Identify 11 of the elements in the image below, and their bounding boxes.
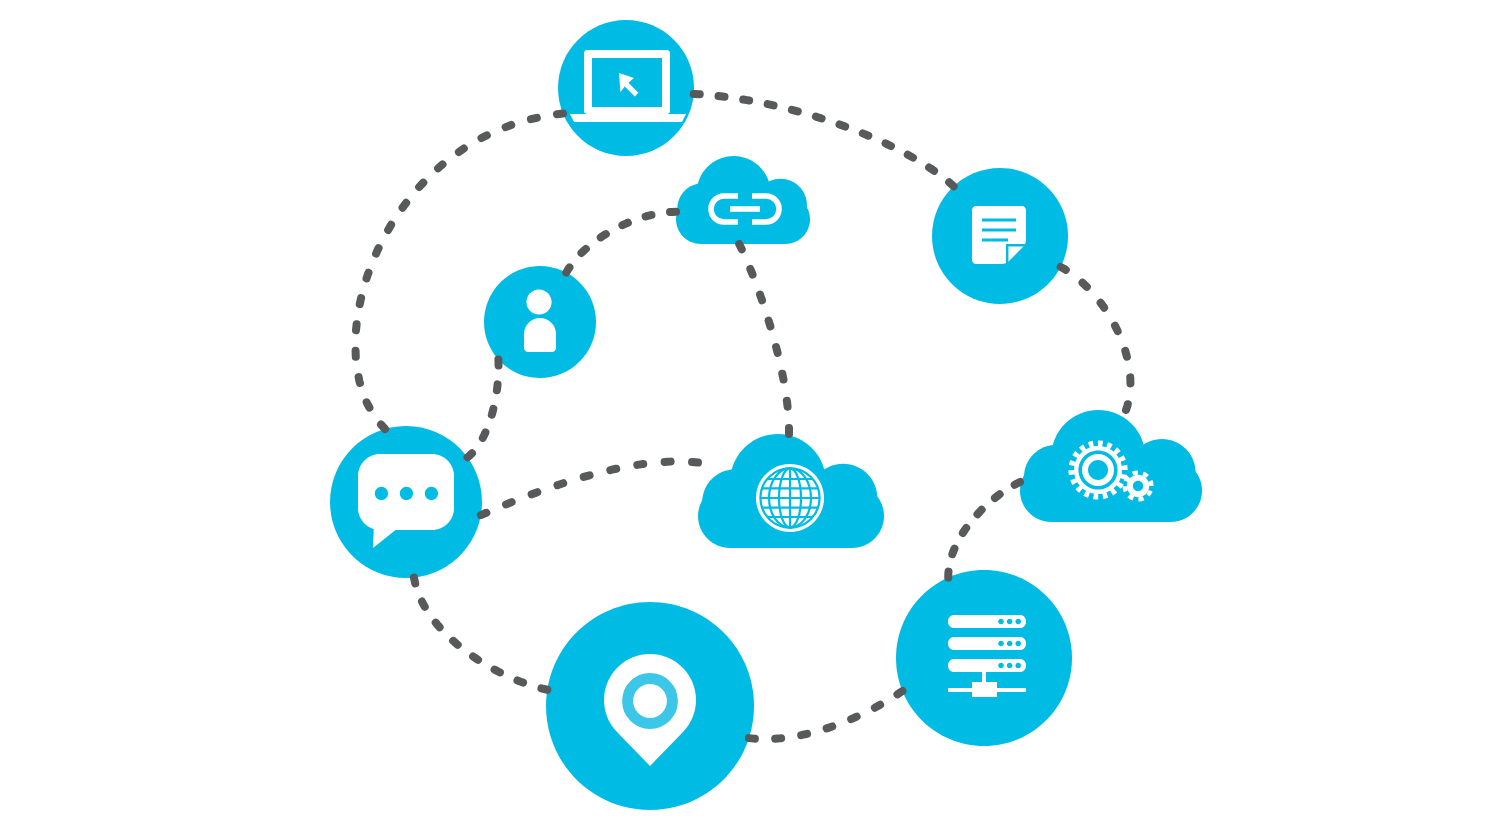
dotted-line bbox=[476, 457, 702, 520]
dotted-line bbox=[944, 478, 1024, 582]
dotted-line bbox=[351, 109, 567, 433]
dotted-line bbox=[744, 686, 907, 743]
dotted-line bbox=[463, 355, 503, 462]
cloud bbox=[676, 156, 810, 244]
dotted-line bbox=[562, 207, 680, 277]
dotted-line bbox=[1056, 262, 1135, 414]
dotted-line bbox=[735, 240, 793, 438]
dotted-line bbox=[689, 89, 958, 191]
dotted-line bbox=[409, 573, 552, 694]
